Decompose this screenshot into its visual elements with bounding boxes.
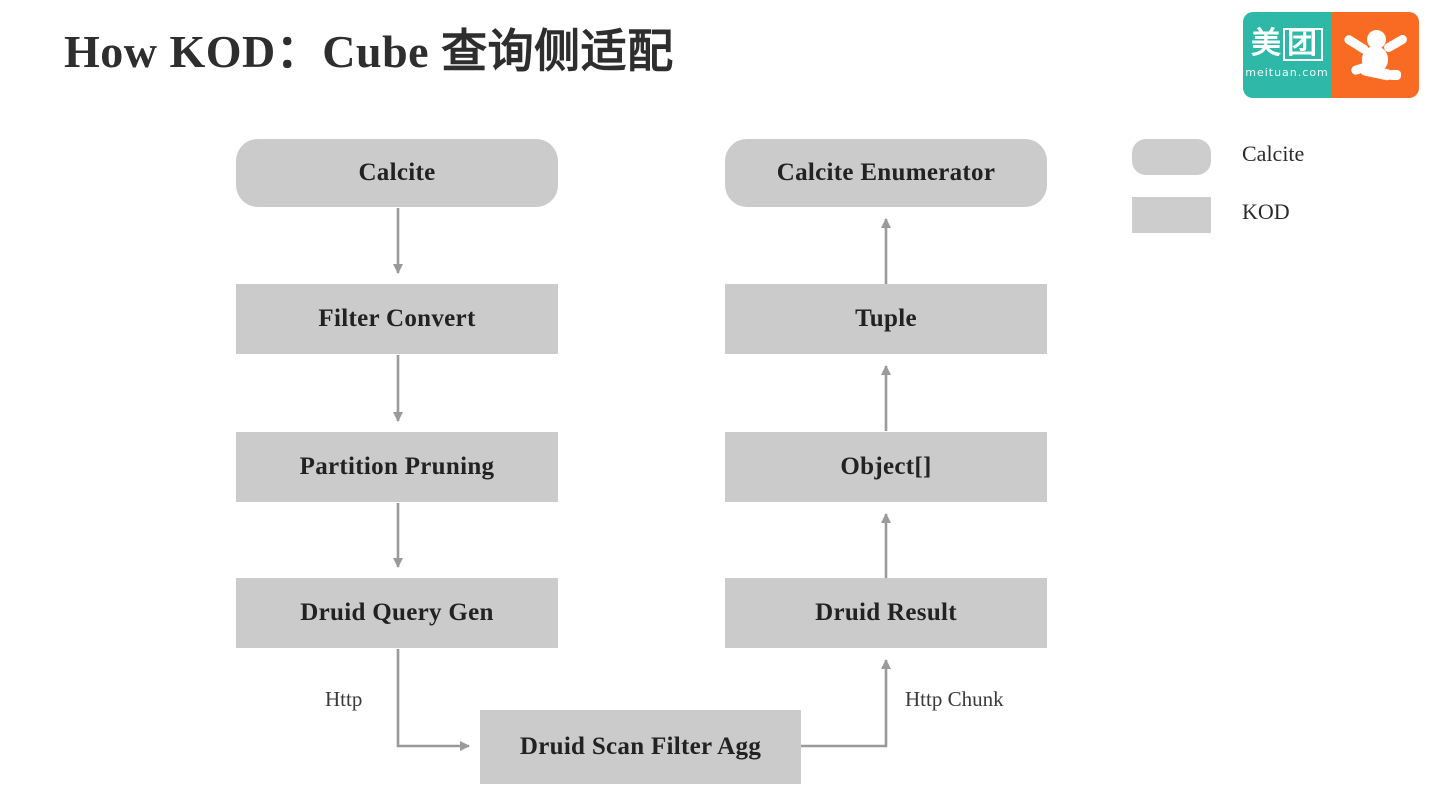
logo-char-tuan: 团 bbox=[1283, 28, 1323, 61]
legend-swatch-rounded-icon bbox=[1132, 139, 1211, 175]
legend-item-kod: KOD bbox=[1132, 197, 1392, 255]
logo-domain-text: meituan.com bbox=[1245, 66, 1329, 79]
logo-left-panel: 美团 meituan.com bbox=[1243, 12, 1331, 98]
edge-label-http: Http bbox=[325, 687, 363, 711]
legend-label-kod: KOD bbox=[1242, 199, 1290, 224]
node-filter-convert[interactable]: Filter Convert bbox=[236, 284, 558, 354]
node-druid-scan-filter-agg[interactable]: Druid Scan Filter Agg bbox=[480, 710, 801, 784]
logo-chinese-wordmark: 美团 bbox=[1243, 28, 1331, 61]
edge-druid-query-gen-to-druid-scan-filter-agg bbox=[396, 649, 470, 751]
legend-label-calcite: Calcite bbox=[1242, 141, 1305, 166]
edge-label-http-chunk: Http Chunk bbox=[905, 687, 1004, 711]
kangaroo-mascot-icon bbox=[1331, 12, 1419, 98]
node-druid-result[interactable]: Druid Result bbox=[725, 578, 1047, 648]
meituan-logo: 美团 meituan.com bbox=[1243, 12, 1419, 98]
logo-char-mei: 美 bbox=[1251, 26, 1283, 61]
node-calcite[interactable]: Calcite bbox=[236, 139, 558, 207]
node-object-array[interactable]: Object[] bbox=[725, 432, 1047, 502]
edge-druid-scan-filter-agg-to-druid-result bbox=[801, 659, 891, 748]
node-druid-query-gen[interactable]: Druid Query Gen bbox=[236, 578, 558, 648]
legend-swatch-square-icon bbox=[1132, 197, 1211, 233]
node-partition-pruning[interactable]: Partition Pruning bbox=[236, 432, 558, 502]
node-calcite-enumerator[interactable]: Calcite Enumerator bbox=[725, 139, 1047, 207]
node-tuple[interactable]: Tuple bbox=[725, 284, 1047, 354]
legend-item-calcite: Calcite bbox=[1132, 139, 1392, 197]
logo-right-panel bbox=[1331, 12, 1419, 98]
legend: Calcite KOD bbox=[1132, 139, 1392, 255]
page-title: How KOD：Cube 查询侧适配 bbox=[64, 26, 674, 77]
